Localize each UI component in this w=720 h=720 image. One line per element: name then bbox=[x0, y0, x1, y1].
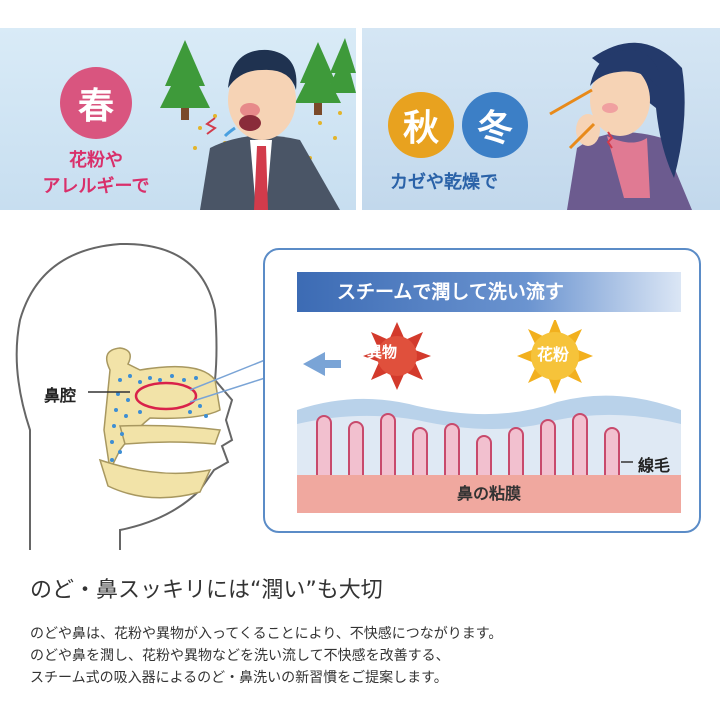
spring-caption-line2: アレルギーで bbox=[42, 176, 150, 197]
autumn-winter-panel: 秋 冬 カゼや乾燥で bbox=[362, 28, 720, 210]
flow-arrow-icon bbox=[303, 352, 341, 376]
steam-banner: スチームで潤して洗い流す bbox=[297, 272, 681, 312]
spring-caption-line1: 花粉や bbox=[69, 150, 123, 171]
section-heading: のど・鼻スッキリには“潤い”も大切 bbox=[30, 578, 383, 603]
spring-circle: 春 bbox=[60, 67, 132, 139]
autumn-circle: 秋 bbox=[388, 92, 454, 158]
description: のどや鼻は、花粉や異物が入ってくることにより、不快感につながります。 のどや鼻を… bbox=[30, 623, 502, 689]
autumn-winter-caption: カゼや乾燥で bbox=[390, 172, 498, 193]
foreign-matter-icon bbox=[363, 322, 431, 390]
description-line3: スチーム式の吸入器によるのど・鼻洗いの新習慣をご提案します。 bbox=[30, 670, 448, 686]
spring-label: 春 bbox=[77, 86, 114, 127]
pollen-label: 花粉 bbox=[537, 345, 570, 364]
winter-label: 冬 bbox=[476, 108, 513, 149]
spring-panel: 春 花粉や アレルギーで bbox=[0, 28, 356, 210]
autumn-winter-illustration bbox=[549, 42, 692, 210]
mucosa-label: 鼻の粘膜 bbox=[456, 484, 521, 503]
spring-illustration bbox=[160, 38, 356, 210]
cilia-label: 線毛 bbox=[638, 456, 671, 475]
winter-circle: 冬 bbox=[462, 92, 528, 158]
description-line2: のどや鼻を潤し、花粉や異物などを洗い流して不快感を改善する、 bbox=[30, 648, 450, 664]
autumn-label: 秋 bbox=[402, 108, 439, 149]
description-line1: のどや鼻は、花粉や異物が入ってくることにより、不快感につながります。 bbox=[30, 626, 503, 642]
pollen-icon bbox=[517, 320, 593, 394]
mucosa-illustration bbox=[297, 320, 681, 513]
head-cross-section bbox=[15, 242, 266, 550]
spring-caption: 花粉や アレルギーで bbox=[34, 148, 158, 200]
nasal-cavity-label: 鼻腔 bbox=[44, 386, 77, 405]
foreign-matter-label: 異物 bbox=[367, 343, 398, 361]
